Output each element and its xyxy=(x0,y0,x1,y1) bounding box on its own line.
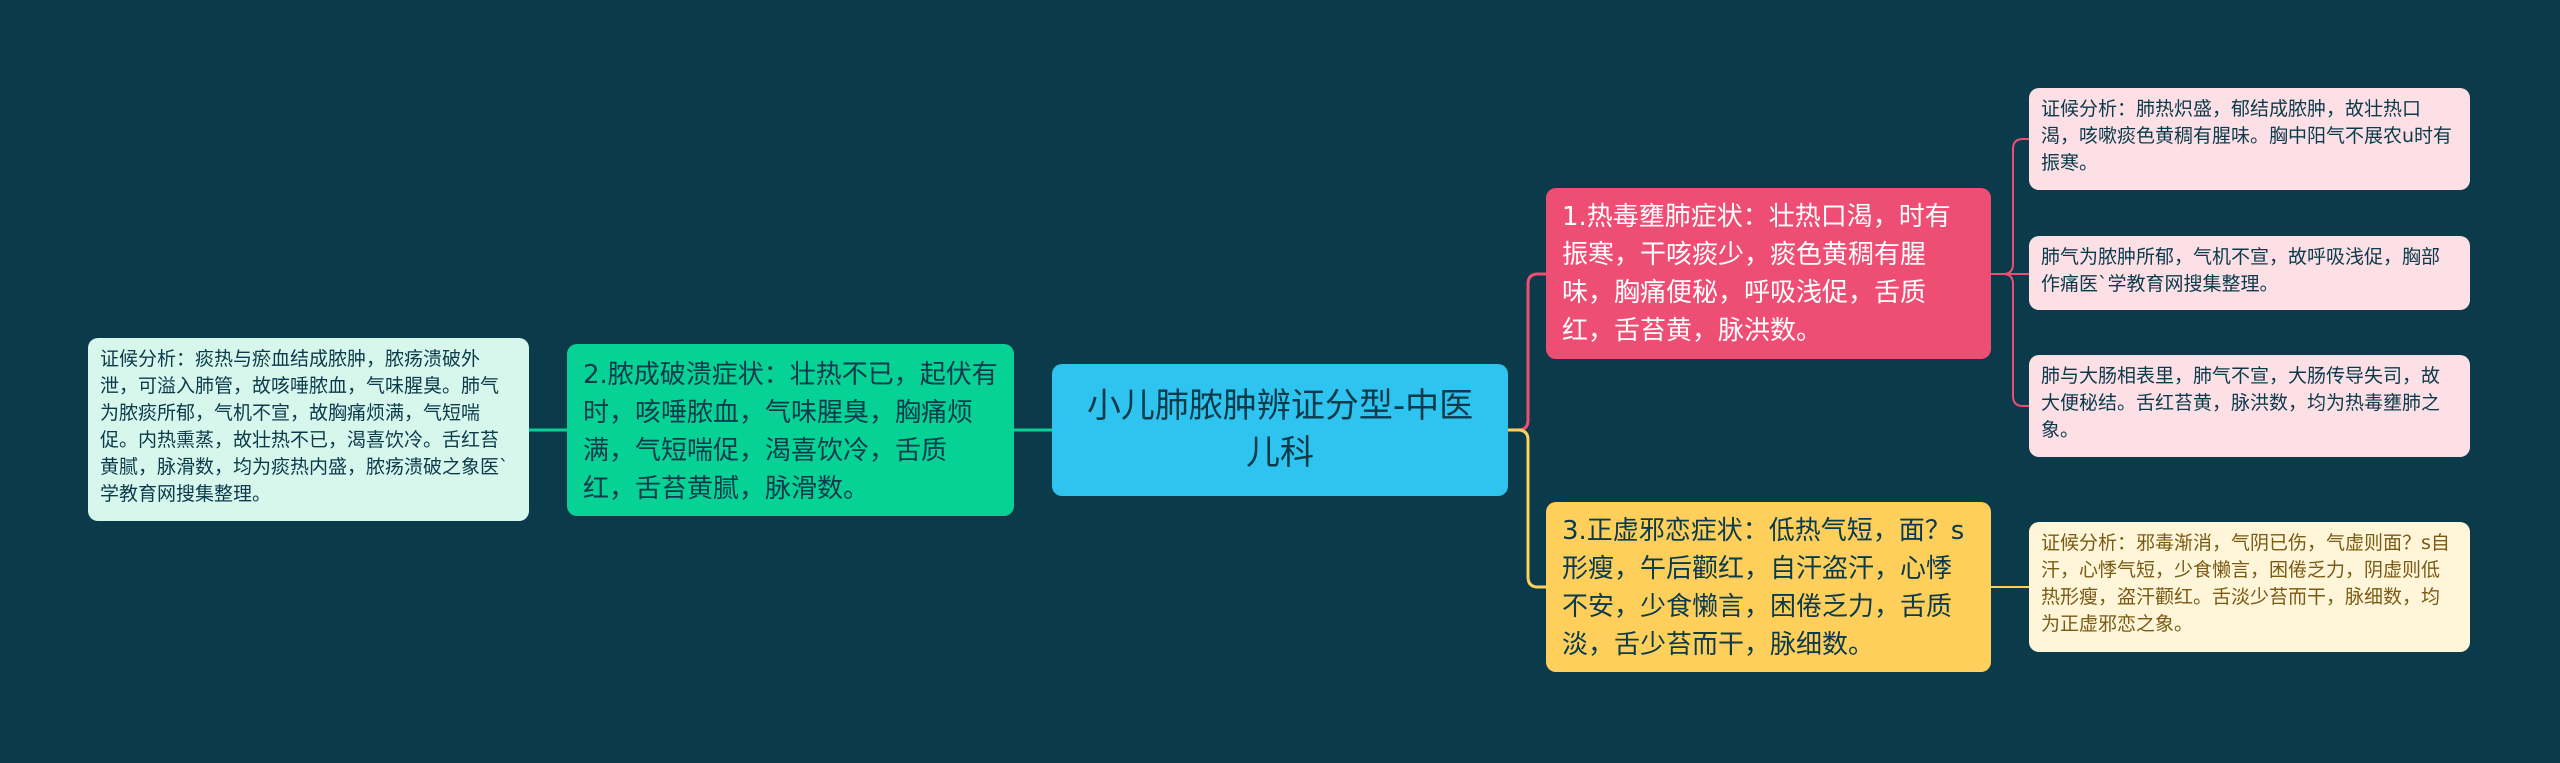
branch-pus-rupture[interactable]: 2.脓成破溃症状：壮热不已，起伏有时，咳唾脓血，气味腥臭，胸痛烦满，气短喘促，渴… xyxy=(567,344,1014,516)
link-center-top xyxy=(1508,272,1546,432)
leaf-heat-toxin-analysis-2[interactable]: 肺气为脓肿所郁，气机不宣，故呼吸浅促，胸部作痛医`学教育网搜集整理。 xyxy=(2029,236,2470,310)
leaf-heat-toxin-analysis-3[interactable]: 肺与大肠相表里，肺气不宣，大肠传导失司，故大便秘结。舌红苔黄，脉洪数，均为热毒壅… xyxy=(2029,355,2470,457)
link-center-bottom xyxy=(1508,428,1546,589)
branch-heat-toxin[interactable]: 1.热毒壅肺症状：壮热口渴，时有振寒，干咳痰少，痰色黄稠有腥味，胸痛便秘，呼吸浅… xyxy=(1546,188,1991,359)
link-top-leaf1 xyxy=(1991,138,2029,275)
leaf-deficiency-analysis[interactable]: 证候分析：邪毒渐消，气阴已伤，气虚则面？s自汗，心悸气短，少食懒言，困倦乏力，阴… xyxy=(2029,522,2470,652)
branch-deficiency[interactable]: 3.正虚邪恋症状：低热气短，面？s形瘦，午后颧红，自汗盗汗，心悸不安，少食懒言，… xyxy=(1546,502,1991,672)
leaf-heat-toxin-analysis-1[interactable]: 证候分析：肺热炽盛，郁结成脓肿，故壮热口渴，咳嗽痰色黄稠有腥味。胸中阳气不展农u… xyxy=(2029,88,2470,190)
link-top-leaf3 xyxy=(1991,273,2029,407)
center-topic[interactable]: 小儿肺脓肿辨证分型-中医儿科 xyxy=(1052,364,1508,496)
leaf-pus-rupture-analysis[interactable]: 证候分析：痰热与瘀血结成脓肿，脓疡溃破外泄，可溢入肺管，故咳唾脓血，气味腥臭。肺… xyxy=(88,338,529,521)
